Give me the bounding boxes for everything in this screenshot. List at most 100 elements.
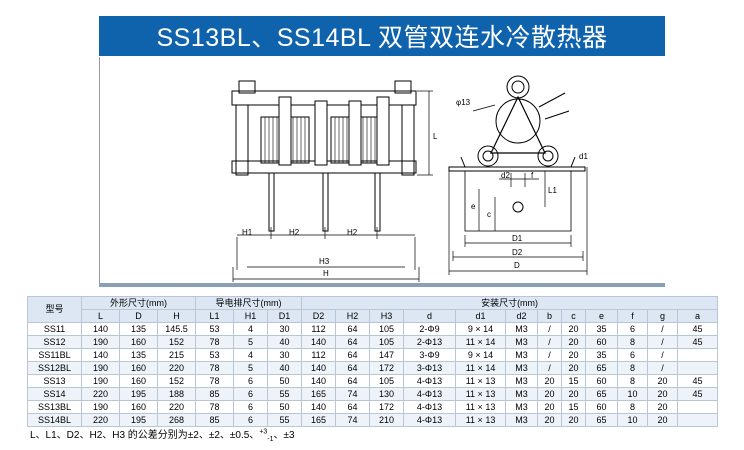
water-pipe-2: [314, 100, 328, 166]
table-cell: 220: [156, 361, 197, 375]
table-cell: 45: [677, 322, 719, 336]
row-model-cell: SS11BL: [27, 348, 82, 362]
label-d1: d1: [579, 152, 588, 161]
table-cell: 160: [119, 400, 158, 414]
table-cell: 64: [335, 361, 371, 375]
table-cell: 11 × 13: [455, 413, 507, 427]
table-cell: M3: [505, 335, 539, 349]
table-cell: 6: [617, 322, 649, 336]
col-D1: D1: [267, 309, 303, 323]
table-cell: /: [647, 322, 679, 336]
table-cell: 55: [267, 413, 303, 427]
right-pipe-circle: [537, 145, 559, 167]
note-tail: 、±3: [273, 430, 295, 441]
col-D2: D2: [301, 309, 337, 323]
table-cell: 6: [617, 348, 649, 362]
table-cell: 20: [647, 374, 679, 388]
left-bolt-head: [238, 80, 256, 94]
col-H1: H1: [233, 309, 269, 323]
col-H: H: [156, 309, 197, 323]
label-d2: d2: [501, 171, 510, 180]
table-cell: 152: [156, 374, 197, 388]
right-bolt-head: [394, 80, 412, 94]
table-cell: 135: [119, 322, 158, 336]
table-cell: 6: [233, 400, 269, 414]
table-cell: 215: [156, 348, 197, 362]
table-cell: 6: [233, 374, 269, 388]
table-cell: [677, 361, 719, 375]
table-cell: 60: [585, 374, 619, 388]
table-cell: 4-Φ13: [403, 413, 457, 427]
left-side-plate: [235, 104, 249, 176]
header-outline: 外形尺寸(mm): [80, 296, 197, 310]
label-phi13: φ13: [456, 98, 471, 107]
table-cell: 3-Φ9: [403, 348, 457, 362]
label-D: D: [514, 261, 520, 270]
right-side-plate: [401, 104, 415, 176]
col-H3: H3: [369, 309, 405, 323]
table-cell: 45: [677, 335, 719, 349]
label-H2-b: H2: [347, 228, 358, 237]
table-cell: 4: [233, 322, 269, 336]
table-cell: 78: [195, 361, 235, 375]
label-L1: L1: [548, 186, 557, 195]
row-model-cell: SS12BL: [27, 361, 82, 375]
table-cell: 165: [301, 413, 337, 427]
col-g: g: [647, 309, 679, 323]
table-cell: 105: [369, 322, 405, 336]
table-cell: 15: [561, 400, 587, 414]
table-cell: 5: [233, 361, 269, 375]
table-cell: 53: [195, 348, 235, 362]
label-c: c: [487, 210, 491, 219]
table-cell: 220: [81, 387, 120, 401]
table-cell: 20: [537, 387, 563, 401]
table-cell: 20: [537, 400, 563, 414]
table-cell: 4-Φ13: [403, 374, 457, 388]
table-cell: 40: [267, 361, 303, 375]
table-cell: 11 × 13: [455, 400, 507, 414]
col-f: f: [617, 309, 649, 323]
technical-drawing-card: H1 H2 H2 H3 H L φ13 d1 d2 f e c L1 D1 D2…: [99, 57, 665, 287]
label-H1: H1: [242, 228, 253, 237]
table-cell: 55: [267, 387, 303, 401]
table-cell: 5: [233, 335, 269, 349]
table-cell: 10: [617, 413, 649, 427]
water-pipe-4: [376, 96, 390, 166]
spec-table: 型号 外形尺寸(mm) 导电排尺寸(mm) 安装尺寸(mm) L D H L1 …: [27, 296, 719, 427]
table-cell: [677, 413, 719, 427]
table-cell: 172: [369, 400, 405, 414]
table-cell: 268: [156, 413, 197, 427]
table-cell: 165: [301, 387, 337, 401]
table-cell: 65: [585, 413, 619, 427]
table-cell: 160: [119, 335, 158, 349]
table-cell: 60: [585, 400, 619, 414]
table-cell: 35: [585, 322, 619, 336]
table-cell: 140: [81, 322, 120, 336]
table-cell: 8: [617, 374, 649, 388]
side-base-outline: [464, 170, 572, 232]
technical-drawing: H1 H2 H2 H3 H L φ13 d1 d2 f e c L1 D1 D2…: [231, 75, 588, 282]
table-cell: 112: [301, 322, 337, 336]
table-cell: 140: [301, 400, 337, 414]
table-cell: 4: [233, 348, 269, 362]
row-model-cell: SS14BL: [27, 413, 82, 427]
row-model-cell: SS12: [27, 335, 82, 349]
col-d1: d1: [455, 309, 507, 323]
table-cell: 20: [537, 374, 563, 388]
table-cell: 20: [647, 413, 679, 427]
table-cell: 30: [267, 348, 303, 362]
table-cell: 15: [561, 374, 587, 388]
table-cell: 74: [335, 413, 371, 427]
table-cell: 210: [369, 413, 405, 427]
col-c: c: [561, 309, 587, 323]
label-H2-a: H2: [289, 228, 300, 237]
side-view-main-body: [495, 98, 541, 144]
note-tol-lower: -1: [267, 436, 274, 443]
busbar-rod-1: [268, 172, 275, 232]
table-header-groups: 型号 外形尺寸(mm) 导电排尺寸(mm) 安装尺寸(mm): [27, 296, 719, 323]
mount-hole: [512, 201, 524, 213]
label-e: e: [471, 202, 476, 211]
table-cell: M3: [505, 400, 539, 414]
